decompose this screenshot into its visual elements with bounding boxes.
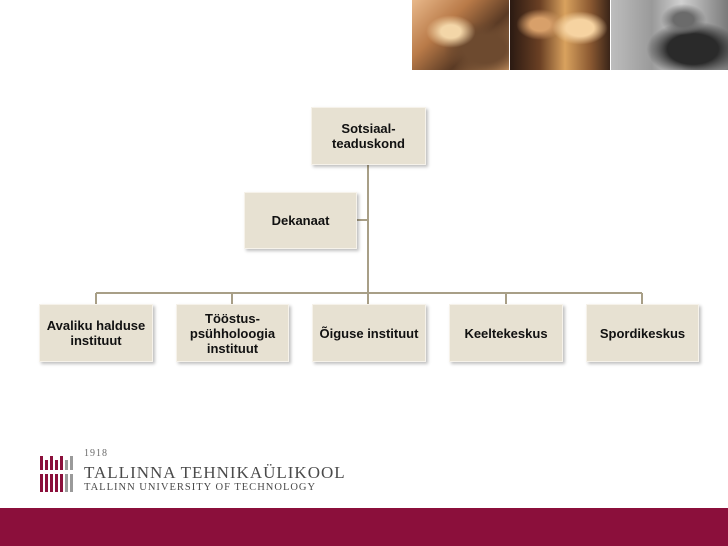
org-box-toostuspsuhholoogia-instituut: Tööstus- psühholoogia instituut	[176, 304, 289, 362]
org-box-line: Tööstus-	[205, 310, 260, 326]
org-box-line: Dekanaat	[271, 213, 330, 228]
org-box-dekanaat: Dekanaat	[244, 192, 357, 249]
org-box-line: Sotsiaal-	[341, 121, 396, 136]
org-box-line: Spordikeskus	[599, 325, 686, 341]
org-box-line: teaduskond	[332, 136, 405, 151]
university-logo-icon	[40, 456, 75, 492]
footer-bar	[0, 508, 728, 546]
org-box-spordikeskus: Spordikeskus	[586, 304, 699, 362]
org-box-line: Õiguse instituut	[319, 325, 419, 341]
logo-name: TALLINNA TEHNIKAÜLIKOOL	[84, 463, 346, 482]
logo-name-english: TALLINN UNIVERSITY OF TECHNOLOGY	[84, 482, 317, 493]
org-box-sotsiaalteaduskond: Sotsiaal- teaduskond	[311, 107, 426, 165]
org-box-line: Keeltekeskus	[464, 325, 548, 341]
org-box-line: instituut	[206, 340, 259, 356]
logo-year: 1918	[84, 448, 108, 459]
org-box-oiguse-instituut: Õiguse instituut	[312, 304, 426, 362]
header-photo-lecturer	[611, 0, 728, 70]
header-photo-lab	[412, 0, 509, 70]
org-box-keeltekeskus: Keeltekeskus	[449, 304, 563, 362]
org-box-line: psühholoogia	[189, 325, 276, 341]
header-photo-students	[510, 0, 610, 70]
org-box-line: instituut	[70, 333, 122, 348]
org-box-avaliku-halduse-instituut: Avaliku halduse instituut	[39, 304, 153, 362]
org-box-line: Avaliku halduse	[46, 318, 146, 333]
